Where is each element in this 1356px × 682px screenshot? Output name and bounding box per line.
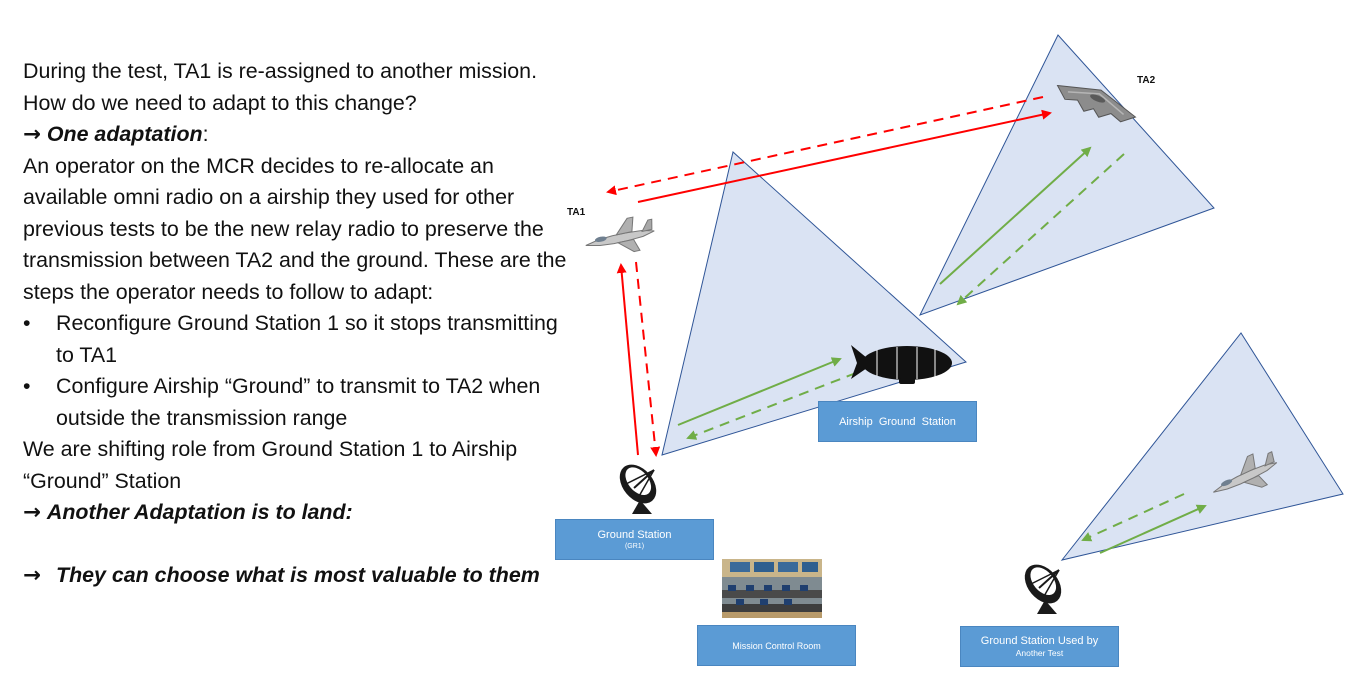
ground-station-subtitle: (GR1) xyxy=(624,543,645,550)
bullet-dot-icon: • xyxy=(23,311,31,335)
bullet-dot-icon: • xyxy=(23,374,31,398)
adaptation-one-heading: → One adaptation: xyxy=(23,122,209,147)
link-ta2-to-airship xyxy=(956,153,1125,306)
ground-station-title: Ground Station xyxy=(597,529,672,541)
ta2-label: TA2 xyxy=(1137,75,1156,86)
coverage-cone-airship xyxy=(919,34,1215,316)
arrow-right-icon: → xyxy=(23,122,41,147)
link-gr1-to-ta1 xyxy=(616,263,639,456)
adaptation-two-heading: → Another Adaptation is to land: xyxy=(23,500,353,525)
step-bullet-1: •Reconfigure Ground Station 1 so it stop… xyxy=(23,308,568,371)
step-bullet-2: •Configure Airship “Ground” to transmit … xyxy=(23,371,568,434)
other-ground-station-dish-icon xyxy=(1016,556,1070,615)
spacer xyxy=(23,529,568,561)
link-other-station-to-jet xyxy=(1099,504,1207,554)
airship-ground-station-label: Airship Ground Station xyxy=(839,415,956,428)
explanation-text: During the test, TA1 is re-assigned to a… xyxy=(23,56,568,592)
other-ground-station-subtitle: Another Test xyxy=(1015,648,1064,658)
cropped-title-fragment xyxy=(696,0,776,2)
link-jet-to-other-station xyxy=(1081,493,1185,542)
link-ta1-to-gr1 xyxy=(635,261,661,457)
airship-icon xyxy=(851,345,952,384)
arrow-right-icon: → xyxy=(23,563,41,588)
mission-control-room-label: Mission Control Room xyxy=(732,640,821,651)
ground-station-1-dish-icon xyxy=(611,456,665,515)
ta2-stealth-bomber-icon xyxy=(1056,84,1137,123)
other-ground-station-title: Ground Station Used by xyxy=(980,635,1099,647)
link-ta2-to-ta1 xyxy=(606,96,1044,196)
other-ground-station-box: Ground Station Used by Another Test xyxy=(960,626,1119,667)
airship-ground-station-box: Airship Ground Station xyxy=(818,401,977,442)
mission-control-room-photo xyxy=(722,559,822,618)
mission-control-room-box: Mission Control Room xyxy=(697,625,856,666)
role-shift-paragraph: We are shifting role from Ground Station… xyxy=(23,437,518,493)
question-paragraph: During the test, TA1 is re-assigned to a… xyxy=(23,59,538,115)
adaptation-three-heading: →They can choose what is most valuable t… xyxy=(23,560,568,592)
arrow-right-icon: → xyxy=(23,500,41,525)
link-gr1-to-airship xyxy=(677,357,842,426)
link-airship-to-ta2 xyxy=(939,146,1092,285)
ta1-label: TA1 xyxy=(567,207,586,218)
ground-station-gr1-box: Ground Station (GR1) xyxy=(555,519,714,560)
coverage-cone-ground-station xyxy=(661,151,967,456)
link-ta1-to-ta2 xyxy=(637,109,1052,203)
link-airship-to-gr1 xyxy=(686,372,857,440)
adaptation-description: An operator on the MCR decides to re-all… xyxy=(23,153,567,304)
coverage-cone-other-station xyxy=(1060,332,1344,561)
ta1-fighter-jet-icon xyxy=(581,212,659,262)
